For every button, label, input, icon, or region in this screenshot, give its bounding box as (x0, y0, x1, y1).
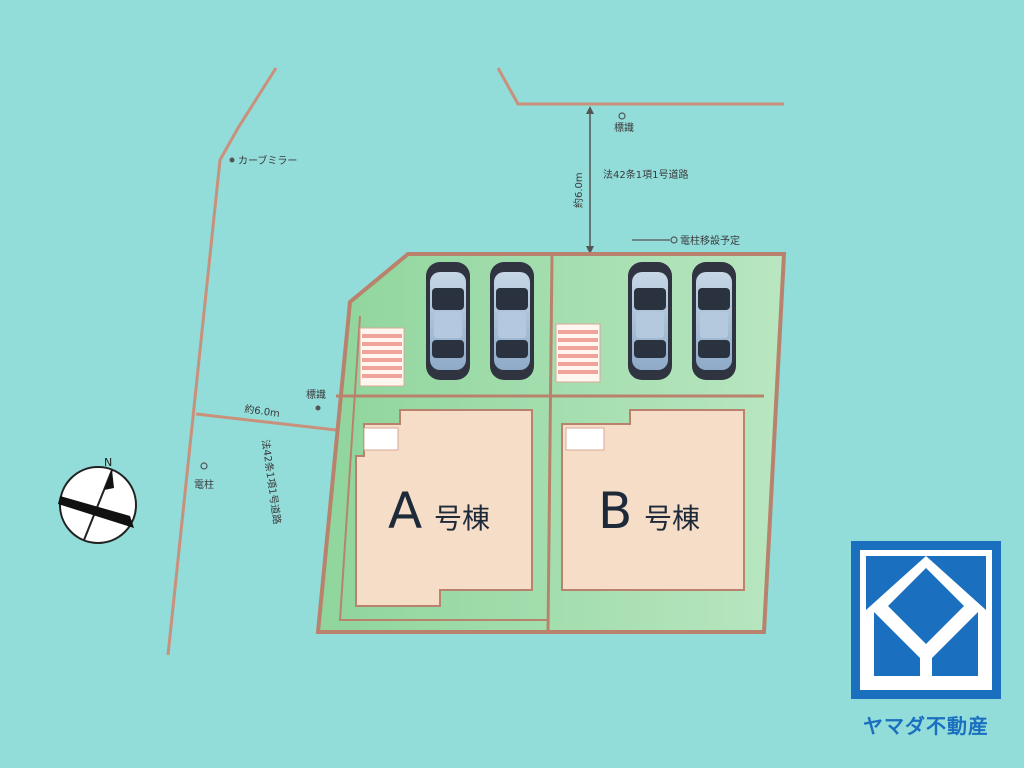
west-road-type: 法42条1項1号道路 (259, 439, 284, 525)
utility-pole-label: 電柱 (194, 478, 214, 491)
curve-mirror-label: カーブミラー (238, 154, 297, 167)
car-a1 (426, 262, 470, 380)
entry-steps-a (359, 327, 405, 387)
west-road-width: 約6.0m (244, 402, 281, 420)
building-b-letter: B (598, 482, 632, 540)
logo-name: ヤマダ不動産 (863, 714, 989, 738)
building-a: A 号棟 (355, 409, 533, 607)
logo-icon (851, 541, 1001, 699)
building-a-suffix: 号棟 (434, 502, 490, 535)
utility-pole-planned: 電柱移設予定 (680, 234, 740, 247)
compass-icon: N (58, 456, 137, 544)
boundary-marker-top: 標識 (614, 121, 634, 134)
entry-steps-b (555, 323, 601, 383)
compass-north: N (104, 456, 112, 469)
building-b: B 号棟 (561, 409, 745, 591)
car-b1 (628, 262, 672, 380)
building-b-suffix: 号棟 (644, 502, 700, 535)
car-b2 (692, 262, 736, 380)
north-road-type: 法42条1項1号道路 (603, 168, 688, 181)
car-a2 (490, 262, 534, 380)
boundary-marker-west: 標識 (306, 388, 326, 401)
north-road-width: 約6.0m (572, 172, 585, 208)
building-a-letter: A (388, 482, 422, 540)
road-lines (166, 67, 784, 656)
north-road-dimension: 約6.0m 法42条1項1号道路 標識 電柱移設予定 (572, 106, 740, 254)
